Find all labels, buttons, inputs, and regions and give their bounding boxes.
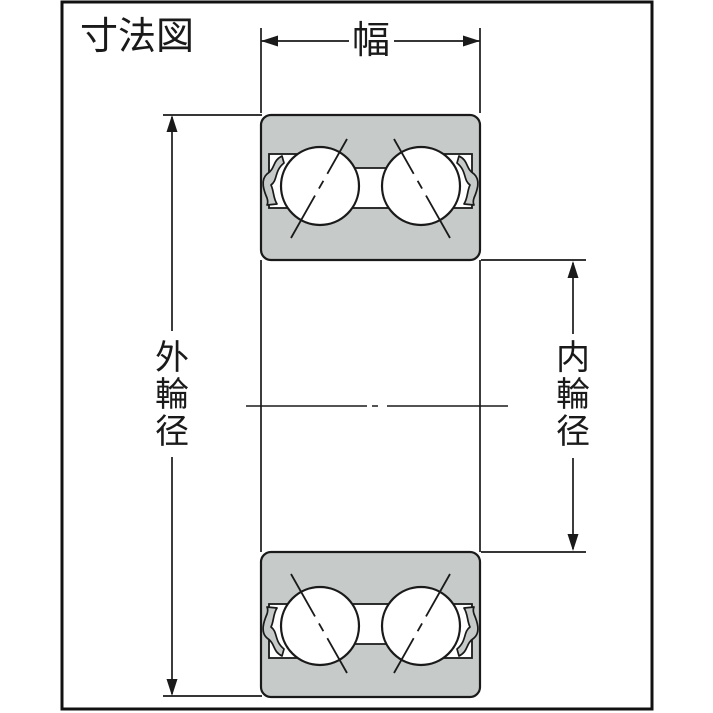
bearing-section-bottom: [259, 550, 482, 699]
contact-angle-line-right: [393, 138, 451, 239]
arrow-down-icon: [166, 679, 178, 696]
bearing-section-top: [259, 113, 482, 262]
diagram-title: 寸法図: [80, 14, 195, 58]
arrow-left-icon: [261, 35, 278, 47]
width-label: 幅: [351, 18, 390, 62]
diagram-frame: [60, 0, 654, 711]
contact-angle-line-left: [290, 138, 348, 239]
outer-ring-diameter-label: 外輪径: [155, 338, 189, 452]
arrow-right-icon: [463, 35, 480, 47]
arrow-down-icon: [567, 534, 579, 551]
inner-ring-diameter-label: 内輪径: [556, 338, 590, 452]
arrow-up-icon: [166, 115, 178, 132]
cage-left: [262, 155, 285, 206]
cage-right: [456, 155, 479, 206]
arrow-up-icon: [567, 261, 579, 278]
